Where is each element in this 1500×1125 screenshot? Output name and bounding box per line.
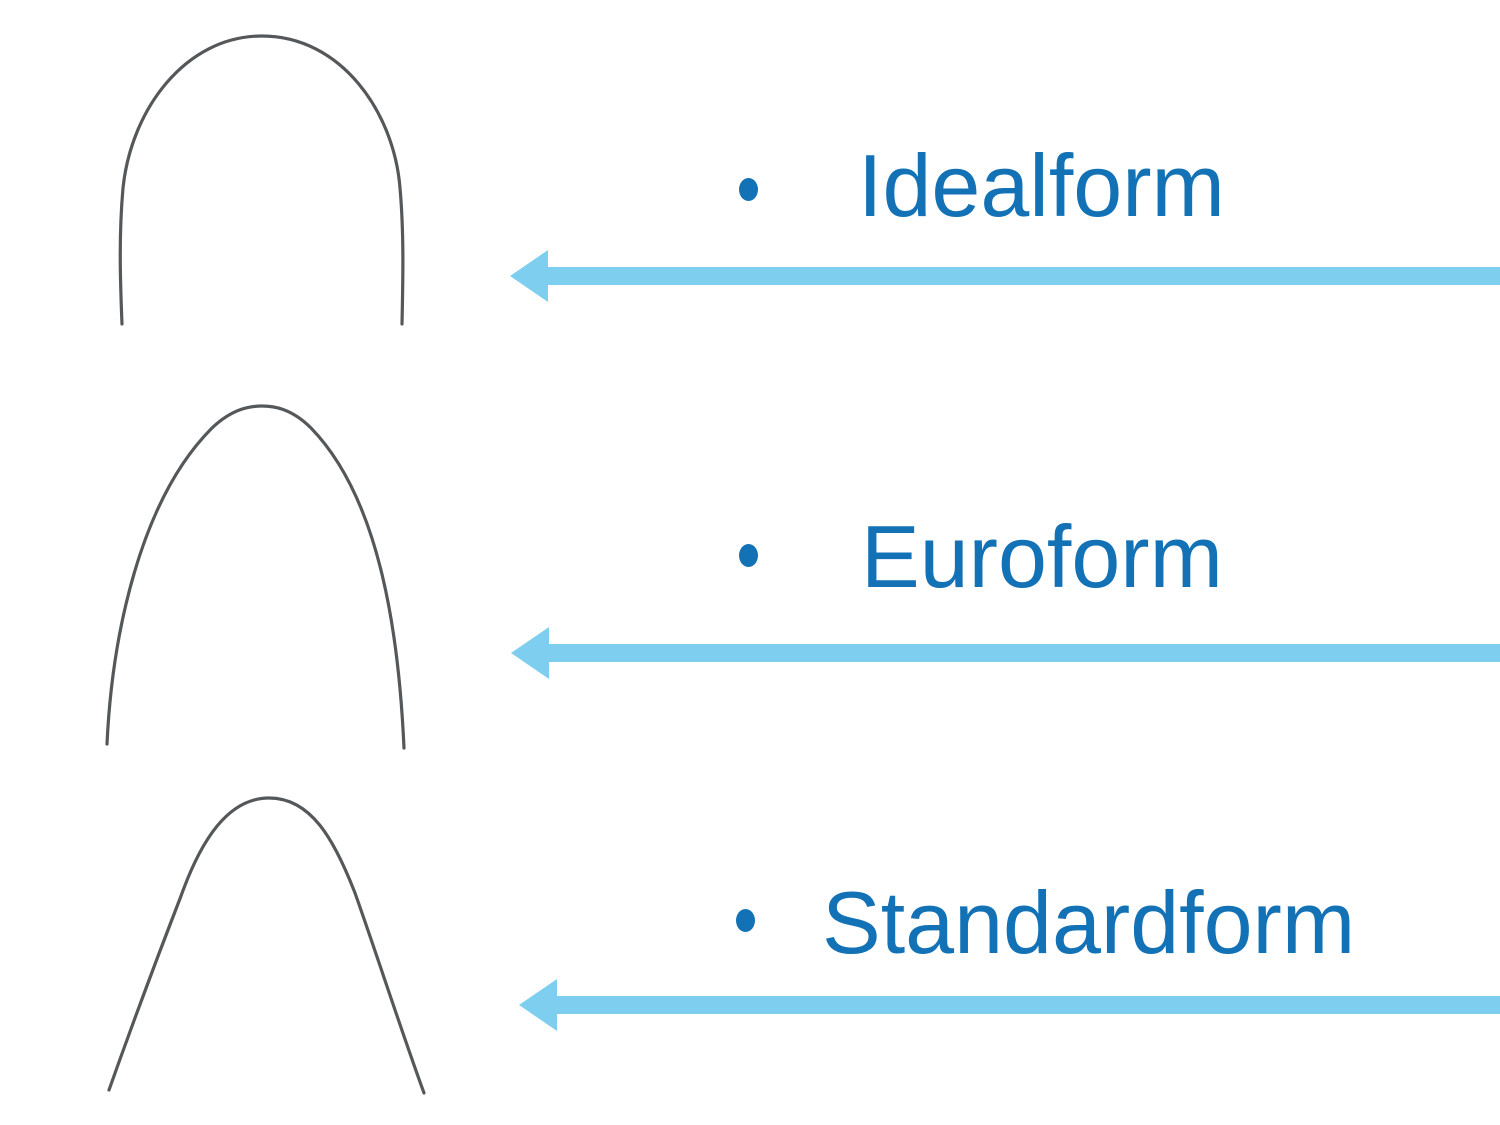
arrow-head: [511, 627, 549, 679]
label-standardform: Standardform: [822, 873, 1356, 972]
archwire-euroform-path: [105, 404, 406, 750]
archwire-idealform-path: [118, 34, 405, 326]
archwire-idealform-shape: [118, 34, 405, 326]
bullet-icon: [736, 909, 755, 932]
arrow-head: [510, 250, 548, 302]
arrow-head: [519, 979, 557, 1031]
archwire-euroform-shape: [105, 404, 406, 750]
archwire-standardform-path: [107, 796, 426, 1095]
label-idealform: Idealform: [858, 136, 1225, 235]
bullet-icon: [739, 544, 758, 567]
arrow-shaft: [557, 996, 1500, 1014]
arrow-shaft: [548, 267, 1500, 285]
left-arrow-icon-standardform: [519, 979, 1500, 1031]
label-euroform: Euroform: [861, 507, 1223, 606]
bullet-icon: [739, 178, 758, 201]
left-arrow-icon-idealform: [510, 250, 1500, 302]
left-arrow-icon-euroform: [511, 627, 1500, 679]
archwire-standardform-shape: [107, 796, 426, 1095]
arrow-shaft: [549, 644, 1500, 662]
